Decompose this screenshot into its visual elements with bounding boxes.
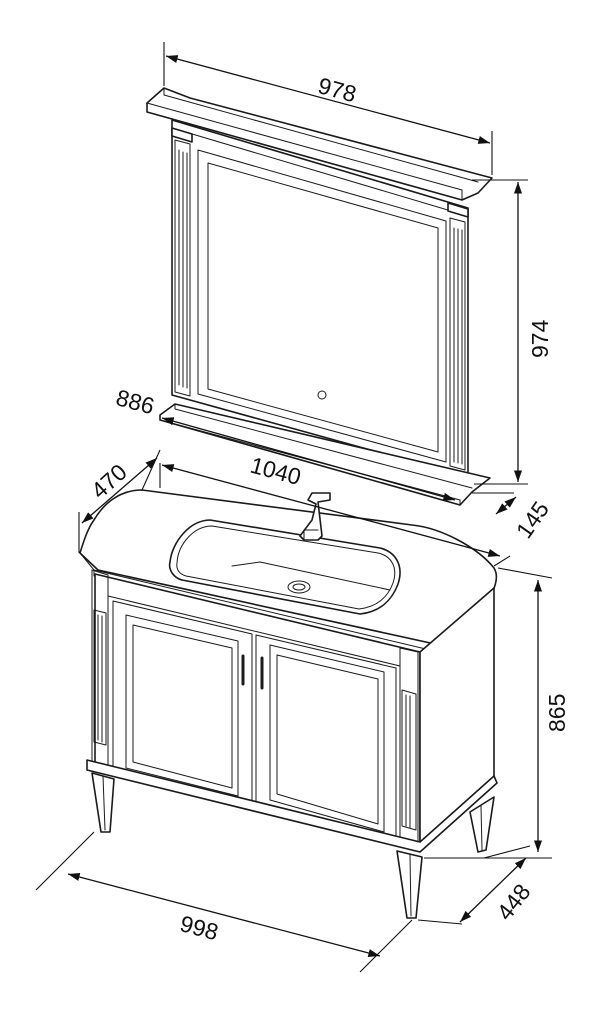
vanity-cabinet (79, 489, 498, 919)
label-cabinet-height: 865 (544, 694, 570, 732)
dimension-lines (35, 42, 553, 973)
label-mirror-width: 978 (315, 72, 359, 107)
label-shelf-width: 886 (113, 384, 157, 419)
label-cabinet-width: 998 (177, 910, 221, 945)
mirror (146, 87, 493, 506)
label-mirror-height: 974 (527, 319, 553, 358)
label-shelf-depth: 145 (511, 497, 554, 543)
